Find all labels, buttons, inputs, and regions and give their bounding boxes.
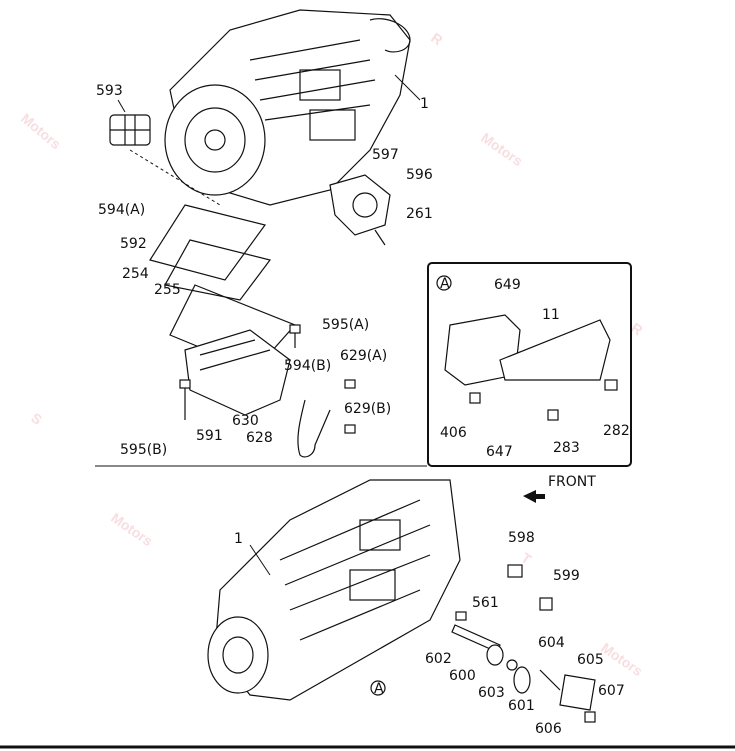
- watermark-word-4: Motors: [598, 639, 646, 679]
- guard-647: [499, 319, 611, 381]
- ring-603: [506, 659, 518, 671]
- watermark-word-3: Motors: [108, 509, 156, 549]
- callout-592: 592: [120, 236, 147, 252]
- watermark-letter-r: R: [428, 29, 445, 48]
- callout-606: 606: [535, 721, 562, 737]
- part-599: [539, 597, 553, 611]
- callout-406: 406: [440, 425, 467, 441]
- callout-647: 647: [486, 444, 513, 460]
- callout-604: 604: [538, 635, 565, 651]
- callout-630: 630: [232, 413, 259, 429]
- callout-599: 599: [553, 568, 580, 584]
- front-label: FRONT: [548, 474, 596, 490]
- callout-595a: 595(A): [322, 317, 369, 333]
- callout-629a: 629(A): [340, 348, 387, 364]
- bolts-629: [344, 379, 356, 434]
- callout-607: 607: [598, 683, 625, 699]
- callout-282: 282: [603, 423, 630, 439]
- cover-596-597: [329, 174, 391, 246]
- callout-629b: 629(B): [344, 401, 391, 417]
- part-598: [507, 564, 523, 578]
- oil-pan-591: [184, 329, 291, 416]
- spring-604: [539, 669, 561, 691]
- cover-605: [559, 674, 596, 711]
- nut-283: [547, 409, 559, 421]
- top-transmission-housing: [164, 9, 421, 206]
- watermark-letter-s: S: [28, 409, 45, 427]
- callout-649: 649: [494, 277, 521, 293]
- callout-594b: 594(B): [284, 358, 331, 374]
- watermark-word-2: Motors: [18, 110, 64, 152]
- bottom-small-parts: [451, 564, 596, 723]
- nut-406: [469, 392, 481, 404]
- bottom-transmission: A: [207, 479, 461, 701]
- callout-11: 11: [542, 307, 560, 323]
- callout-602: 602: [425, 651, 452, 667]
- callout-591: 591: [196, 428, 223, 444]
- callout-595b: 595(B): [120, 442, 167, 458]
- filter-screen-593: [109, 99, 151, 146]
- bolt-595b: [179, 379, 191, 420]
- oil-pipe-628: [297, 399, 331, 458]
- front-arrow: FRONT: [523, 474, 596, 503]
- callout-596: 596: [406, 167, 433, 183]
- callout-605: 605: [577, 652, 604, 668]
- callout-1-top: 1: [420, 96, 429, 112]
- callout-597: 597: [372, 147, 399, 163]
- callout-598: 598: [508, 530, 535, 546]
- plug-561: [455, 611, 467, 621]
- callout-1-bottom: 1: [234, 531, 243, 547]
- oring-601: [513, 666, 531, 694]
- callout-628: 628: [246, 430, 273, 446]
- bottom-marker: A: [374, 681, 384, 697]
- bolt-595a: [289, 324, 301, 348]
- bearing-600: [486, 644, 504, 666]
- callout-603: 603: [478, 685, 505, 701]
- callout-283: 283: [553, 440, 580, 456]
- callout-254: 254: [122, 266, 149, 282]
- callout-593: 593: [96, 83, 123, 99]
- callout-600: 600: [449, 668, 476, 684]
- bolt-607: [584, 711, 596, 723]
- inset-marker: A: [440, 276, 450, 292]
- callout-561: 561: [472, 595, 499, 611]
- callout-255: 255: [154, 282, 181, 298]
- callout-601: 601: [508, 698, 535, 714]
- callout-261: 261: [406, 206, 433, 222]
- inset-box-a: A 649 11 406 647 283 282: [427, 262, 632, 467]
- bolt-282: [604, 379, 618, 391]
- watermark-word: Motors: [478, 129, 526, 169]
- callout-594a: 594(A): [98, 202, 145, 218]
